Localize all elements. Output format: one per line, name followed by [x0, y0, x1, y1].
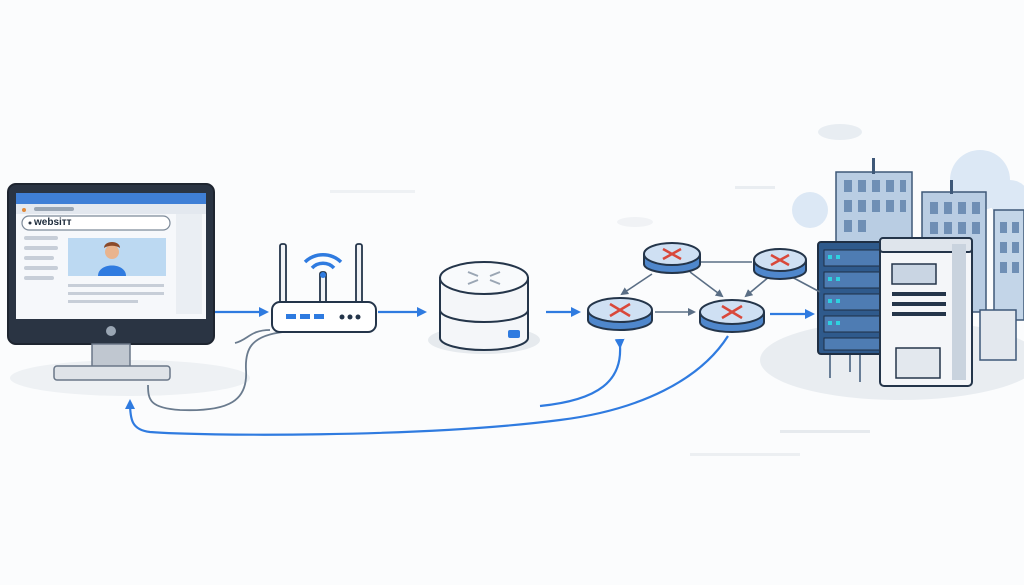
router-mesh-links: [620, 261, 821, 316]
desktop-computer-icon: [7, 183, 215, 381]
server-tower-icon: [879, 237, 973, 387]
wifi-router-icon: [271, 243, 377, 333]
modem-router-icon: [428, 261, 540, 354]
browser-address-text: websiтт: [34, 217, 72, 228]
city-skyline: [760, 150, 1024, 400]
data-flow-arrows: [125, 307, 815, 436]
cables: [147, 329, 284, 412]
network-router-icon: [587, 242, 807, 333]
server-rack: [817, 241, 897, 382]
